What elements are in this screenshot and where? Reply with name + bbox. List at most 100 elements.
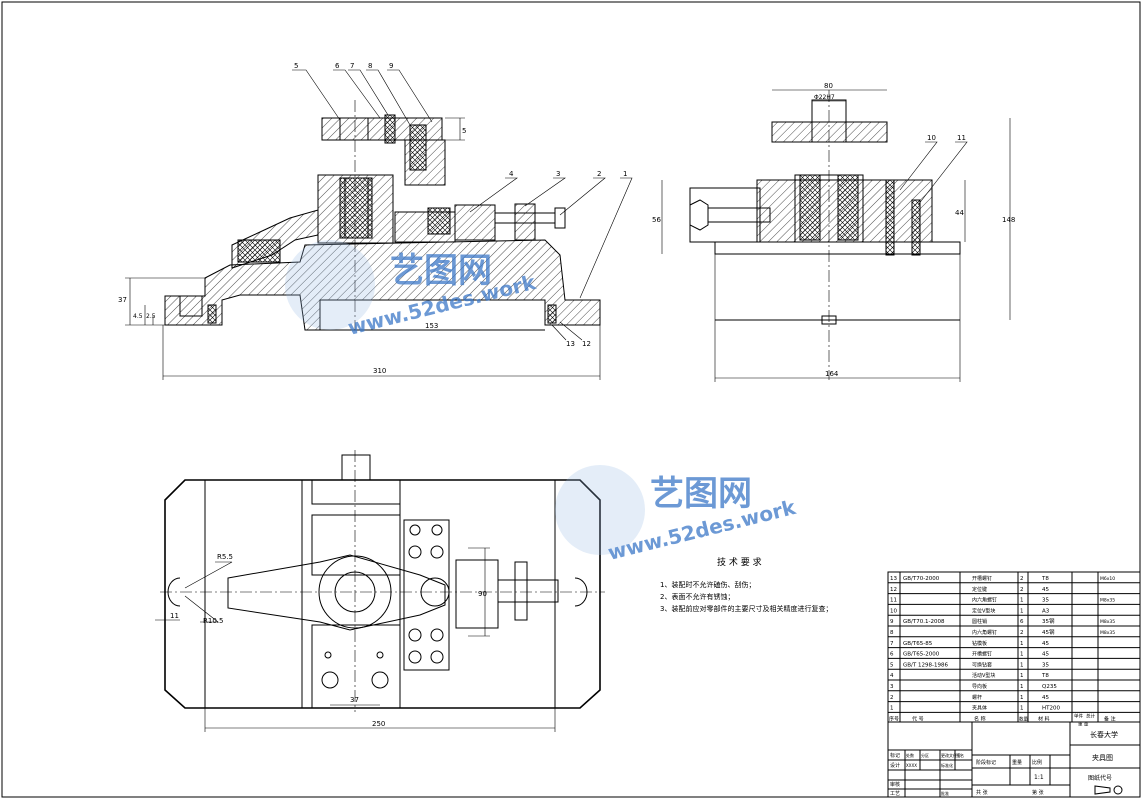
- tb-row-design: 设计: [890, 762, 900, 769]
- bom-cell-qty: 1: [1020, 608, 1024, 614]
- balloon-2: 2: [597, 170, 601, 178]
- projection-symbol-icon: [1113, 785, 1123, 795]
- tech-req-title: 技 术 要 求: [717, 556, 762, 568]
- tb-sheet-right: 第 张: [1032, 789, 1044, 796]
- bom-cell-name: 内六角螺钉: [972, 629, 997, 636]
- bom-cell-mat: HT200: [1042, 706, 1060, 712]
- bom-cell-no: 9: [890, 619, 894, 625]
- bom-cell-mat: Q235: [1042, 684, 1057, 690]
- watermark-globe-icon: [285, 240, 375, 330]
- tb-drawing-no: 图纸代号: [1088, 774, 1112, 782]
- bom-cell-name: 定位键: [972, 586, 987, 593]
- tb-col-doc: 更改文件号: [941, 752, 961, 758]
- bom-cell-qty: 1: [1020, 662, 1024, 668]
- bom-cell-note: M6x10: [1100, 576, 1115, 582]
- bom-cell-no: 10: [890, 608, 897, 614]
- bom-header-unit: 单件: [1074, 712, 1083, 719]
- bom-cell-name: 夹具体: [972, 705, 987, 712]
- bom-cell-no: 2: [890, 695, 894, 701]
- bom-header-mat: 材 料: [1038, 715, 1050, 722]
- bom-cell-name: 螺杆: [972, 694, 982, 701]
- tb-std: 标准化: [941, 762, 953, 768]
- bom-cell-no: 7: [890, 641, 894, 647]
- bom-cell-mat: 35钢: [1042, 617, 1055, 625]
- bom-cell-qty: 1: [1020, 695, 1024, 701]
- balloon-11: 11: [957, 134, 966, 142]
- bom-cell-code: GB/T70-2000: [903, 576, 940, 582]
- dim-37: 37: [118, 296, 127, 304]
- dim-310: 310: [373, 367, 386, 375]
- tb-xxx: XXXX: [906, 763, 917, 768]
- top-view: R5.5 R10.5 11 90 37 250: [155, 450, 605, 732]
- bom-cell-name: 开槽螺钉: [972, 651, 992, 658]
- bom-cell-note: M8x35: [1100, 598, 1115, 604]
- balloon-4: 4: [509, 170, 514, 178]
- title-block: 长春大学 夹具图 图纸代号 阶段标记 重量 比例 1:1 共 张 第 张 标记 …: [887, 721, 1141, 798]
- balloon-5: 5: [294, 62, 298, 70]
- bom-cell-qty: 1: [1020, 652, 1024, 658]
- balloon-10: 10: [927, 134, 936, 142]
- tb-col-zone: 分区: [921, 752, 929, 758]
- tech-req-item: 1、装配时不允许磕伤、刮伤；: [660, 580, 755, 589]
- bom-cell-code: GB/T70.1-2008: [903, 619, 945, 625]
- dim-bore: Φ22H7: [814, 94, 835, 101]
- bom-cell-qty: 1: [1020, 673, 1024, 679]
- bom-cell-code: GB/T65-2000: [903, 652, 940, 658]
- bom-cell-name: 钻模板: [972, 640, 987, 647]
- bom-cell-name: 导向板: [972, 683, 987, 690]
- bom-cell-note: M8x35: [1100, 630, 1115, 636]
- bom-header-code: 代 号: [912, 715, 924, 722]
- tb-approve: 批准: [941, 790, 949, 796]
- balloon-13: 13: [566, 340, 575, 348]
- bom-header-weight: 重 量: [1078, 720, 1089, 727]
- balloon-8: 8: [368, 62, 372, 70]
- bom-cell-qty: 2: [1020, 576, 1024, 582]
- bom-header-note: 备 注: [1104, 715, 1116, 722]
- bom-cell-no: 11: [890, 598, 897, 604]
- dim-5: 5: [462, 127, 466, 135]
- bom-cell-mat: T8: [1041, 576, 1049, 582]
- side-view: 10 11 80 Φ22H7 56 44 148 164: [652, 82, 1015, 382]
- bom-cell-qty: 1: [1020, 641, 1024, 647]
- bom-cell-qty: 6: [1020, 619, 1024, 625]
- bom-cell-qty: 1: [1020, 598, 1024, 604]
- tb-school: 长春大学: [1090, 730, 1118, 739]
- dim-2-5: 2.5: [146, 313, 156, 320]
- bom-cell-no: 8: [890, 630, 894, 636]
- watermark-globe-icon-2: [555, 465, 645, 555]
- tb-scale-label: 比例: [1032, 759, 1042, 766]
- tb-row-process: 工艺: [890, 791, 900, 797]
- bom-cell-no: 4: [890, 673, 894, 679]
- bom-header-name: 名 称: [974, 715, 986, 722]
- bom-header-qty: 数量: [1019, 715, 1028, 722]
- tb-stage-label: 阶段标记: [976, 759, 996, 766]
- technical-requirements: 技 术 要 求 1、装配时不允许磕伤、刮伤； 2、表面不允许有锈蚀； 3、装配前…: [660, 556, 832, 613]
- watermark-lower: 艺图网 www.52des.work: [555, 465, 799, 565]
- tb-col-count: 处数: [906, 752, 914, 758]
- balloon-12: 12: [582, 340, 591, 348]
- balloon-3: 3: [556, 170, 560, 178]
- dim-4-5: 4.5: [133, 313, 143, 320]
- tb-sheet-left: 共 张: [976, 789, 988, 796]
- bom-cell-mat: A3: [1042, 608, 1050, 614]
- bom-cell-code: GB/T65-85: [903, 641, 933, 647]
- bom-cell-no: 6: [890, 652, 894, 658]
- dim-37-top: 37: [350, 696, 359, 704]
- svg-text:艺图网: 艺图网: [650, 474, 752, 514]
- bom-cell-note: M8x35: [1100, 619, 1115, 625]
- bom-header-total: 总计: [1086, 712, 1095, 719]
- tb-weight-label: 重量: [1012, 759, 1022, 766]
- dim-153: 153: [425, 322, 438, 330]
- bom-cell-no: 12: [890, 587, 897, 593]
- bom-cell-mat: 45: [1042, 652, 1049, 658]
- bom-cell-no: 13: [890, 576, 897, 582]
- bom-cell-no: 1: [890, 706, 894, 712]
- bom-cell-code: GB/T 1298-1986: [903, 662, 948, 668]
- tb-scale: 1:1: [1034, 774, 1044, 781]
- dim-11: 11: [170, 612, 179, 620]
- dim-250: 250: [372, 720, 385, 728]
- dim-148: 148: [1002, 216, 1015, 224]
- bom-cell-qty: 2: [1020, 630, 1024, 636]
